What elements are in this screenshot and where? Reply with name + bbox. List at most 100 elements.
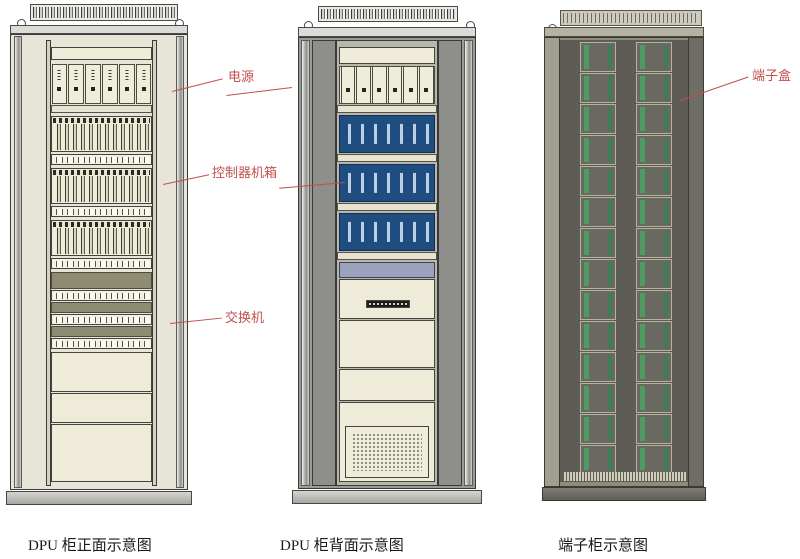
terminal-strip-green [584,324,589,348]
terminal-strip-green [664,324,668,348]
backplane-module-2 [339,164,435,202]
terminal-box [580,197,616,227]
terminal-strip-green [664,448,668,470]
frame-post-right [176,36,184,488]
cabinet-top-cap [544,27,704,37]
terminal-strip-green [640,138,645,162]
switch-3 [51,326,152,337]
terminal-strip-green [640,200,645,224]
backplane-slots [343,172,431,194]
terminal-box [580,104,616,134]
terminal-strip-green [584,386,589,410]
power-module [340,67,356,103]
terminal-box [636,228,672,258]
power-supply-shelf [51,64,152,104]
port-holes [54,156,149,163]
terminal-box [636,166,672,196]
port-strip-2 [51,206,152,217]
terminal-box [580,42,616,72]
shelf-divider-3 [337,203,437,211]
frame-post-left [301,40,310,486]
louver-slats [33,7,175,18]
terminal-strip-green [608,138,612,162]
terminal-box [636,197,672,227]
cabinet-base [542,487,706,501]
terminal-strip-green [608,200,612,224]
port-holes [54,340,149,347]
terminal-box [580,414,616,444]
terminal-box [636,135,672,165]
leader-line-power-rear [226,87,292,97]
comb-teeth [564,472,686,481]
blank-filler-panel-top [339,47,435,64]
port-holes [54,208,149,215]
terminal-box [580,352,616,382]
card-ejector-row [53,222,150,227]
backplane-slots [343,123,431,145]
terminal-box [580,290,616,320]
terminal-box [636,73,672,103]
terminal-box [580,383,616,413]
backplane-module-3 [339,213,435,251]
terminal-strip-green [608,107,612,131]
cabinet-base [6,491,192,505]
switch-port-strip-3 [51,338,152,349]
switch-2 [51,302,152,313]
cabinet-1-caption: DPU 柜正面示意图 [28,538,152,554]
terminal-strip-green [664,231,668,255]
terminal-box [636,290,672,320]
terminal-strip-green [608,231,612,255]
door-frame-right [688,37,704,487]
terminal-box [580,259,616,289]
terminal-strip-green [608,45,612,69]
side-panel-right [438,40,462,486]
terminal-strip-green [584,293,589,317]
perforated-vent-panel [345,426,429,478]
module-label-ticks [91,69,95,83]
terminal-strip-green [584,138,589,162]
shelf-divider-1 [337,105,437,113]
indicator-segments [369,303,407,305]
terminal-strip-green [608,355,612,379]
backplane-module-1 [339,115,435,153]
power-module [356,67,371,103]
frame-post-right [464,40,473,486]
blank-filler-panel-top [51,47,152,60]
terminal-strip-green [608,324,612,348]
callout-power-label: 电源 [228,70,255,85]
terminal-strip-green [664,355,668,379]
controller-card-cage-1 [51,116,152,152]
switch-port-strip-2 [51,314,152,325]
terminal-box [580,166,616,196]
terminal-box [580,228,616,258]
mounting-rail-right [152,40,157,486]
backplane-slots [343,221,431,243]
terminal-strip-green [640,355,645,379]
terminal-strip-green [640,169,645,193]
display-panel[interactable] [339,262,435,278]
controller-card-cage-2 [51,168,152,204]
card-slots [53,176,150,202]
terminal-strip-green [584,107,589,131]
port-holes [54,316,149,323]
louver-slats [563,13,699,23]
lower-blank-panel-1 [51,352,152,392]
blank-panel-lower [339,369,435,401]
blank-panel-display-bay [339,279,435,319]
terminal-strip-green [664,417,668,441]
wiring-comb-strip [564,472,686,481]
terminal-strip-green [584,169,589,193]
port-strip-3 [51,258,152,269]
power-module [135,64,152,104]
terminal-strip-green [664,169,668,193]
top-vent-louver [318,6,458,22]
terminal-strip-green [664,76,668,100]
terminal-strip-green [664,386,668,410]
module-label-ticks [108,69,112,83]
terminal-strip-green [608,293,612,317]
blank-panel-middle [339,320,435,368]
power-module [118,64,135,104]
switch-1 [51,272,152,289]
lower-blank-panel-3 [51,424,152,482]
top-vent-louver [30,4,178,21]
